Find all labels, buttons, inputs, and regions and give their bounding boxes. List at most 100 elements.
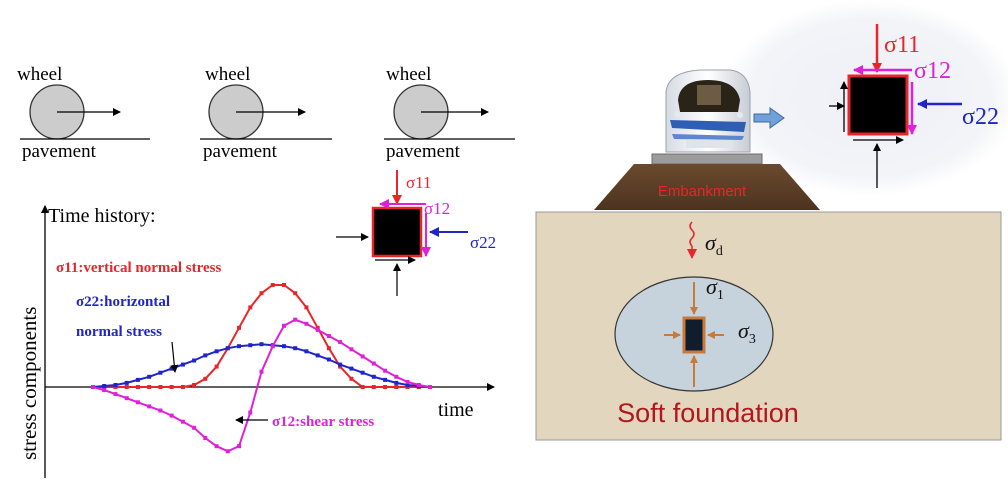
wheel-label: wheel [17,64,62,85]
series-point [158,370,163,375]
series-point [383,368,388,373]
series-point [394,374,399,379]
series-point [147,404,152,409]
series-point [158,408,163,413]
series-point [135,385,140,389]
series-point [282,323,286,328]
y-axis-label: stress components [17,307,41,460]
series-point [371,385,376,389]
wheel-group-1: wheel pavement [17,64,150,162]
ballast-layer [651,153,763,165]
foundation-element [682,316,706,354]
foundation-label: Soft foundation [617,398,799,428]
series-point [293,291,298,296]
sigma11-label: σ11 [406,173,432,192]
sigma22-label: σ22 [962,104,999,130]
series-point [124,396,129,401]
series-point [214,349,219,354]
stress-element-large: σ11 σ12 σ22 [829,24,999,188]
series-point [203,376,208,381]
sigma3-main: σ [738,318,750,343]
series-point [192,358,197,363]
series-point [416,383,421,387]
series-point [169,413,174,418]
series-point [135,400,140,405]
series-point [338,362,343,367]
pavement-label: pavement [386,141,461,162]
pavement-label: pavement [22,141,97,162]
legend-sigma11: σ11:vertical normal stress [56,260,222,276]
sigma11-label: σ11 [884,32,920,58]
series-point [338,340,343,345]
series-point [326,334,331,338]
series-point [405,379,410,384]
sigma-d-main: σ [705,230,717,255]
series-layer [91,283,432,454]
legend-pointer-sigma22 [170,341,179,373]
series-point [113,392,118,397]
series-point [405,383,410,387]
wheel-label: wheel [386,64,431,85]
series-point [237,444,241,449]
series-point [169,385,174,389]
series-point [203,436,208,440]
sigma1-sub: 1 [717,288,724,303]
series-point [237,325,241,330]
series-point [214,444,219,449]
series-point [225,346,230,351]
series-point [225,449,230,454]
series-point [270,283,275,287]
sigma-d-sub: d [716,244,723,259]
series-point [180,385,185,389]
wave-icon [689,221,695,247]
wheel-group-3: wheel pavement [384,64,515,162]
series-point [394,385,399,389]
series-point [270,344,275,349]
series-point [293,346,298,351]
series-point [214,364,219,369]
series-point [383,385,388,389]
series-point [282,344,286,349]
series-point [326,357,331,362]
chart-title: Time history: [48,205,156,227]
series-point [158,385,163,389]
series-point [360,354,365,359]
sigma12-label: σ12 [424,199,450,218]
sigma12-label: σ12 [914,58,951,84]
series-point [147,374,152,379]
train-foundation-diagram: Embankment σd σ1 σ3 Soft foundation σ11 … [535,0,1008,441]
series-point [180,362,185,367]
series-point [360,370,365,375]
sigma22-label: σ22 [470,233,496,252]
series-point [203,353,208,358]
series-point [180,419,185,424]
embankment [594,164,820,210]
series-point [315,327,320,332]
series-point [315,325,320,330]
series-point [428,385,432,389]
sigma3-sub: 3 [749,332,756,347]
sigma1-label: σ1 [706,274,724,303]
direction-arrow-icon [753,107,785,129]
legend-sigma12: σ12:shear stress [272,414,374,430]
series-point [394,380,399,385]
train-front-image [665,69,751,153]
series-point [282,283,286,287]
legend-sigma22-line1: σ22:horizontal [76,294,170,310]
series-point [371,374,376,379]
series-point [237,344,241,349]
series-point [259,342,264,347]
series-point [371,361,376,366]
series-point [326,346,331,351]
series-point [383,377,388,382]
series-point [147,385,152,389]
series-point [293,317,298,322]
series-point [113,383,118,387]
series-point [349,376,354,381]
series-point [248,343,253,348]
embankment-label: Embankment [658,183,747,200]
legend-sigma22-line2: normal stress [76,324,162,340]
series-point [91,385,95,389]
series-point [315,353,320,358]
series-point [192,425,197,430]
